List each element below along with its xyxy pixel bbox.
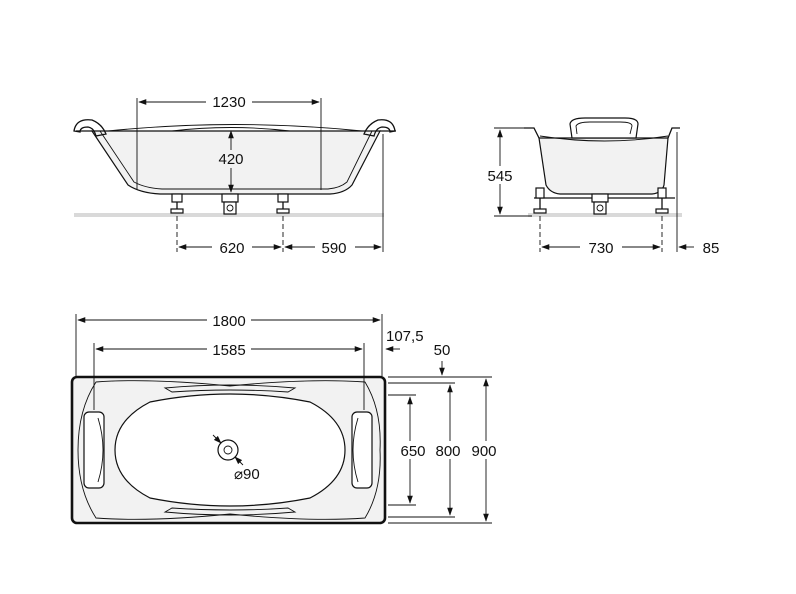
plan-view-drain (212, 434, 244, 466)
end-view: 545 730 85 (484, 117, 720, 257)
plan-view-right-headrest (351, 411, 373, 489)
end-view-foot-left (533, 187, 547, 214)
end-view-floor (528, 213, 682, 217)
side-view: 1230 420 620 590 (73, 93, 396, 257)
side-view-right-headrest (363, 119, 396, 137)
dim-label-side-foot-to-end: 590 (321, 240, 346, 257)
side-view-handle (171, 127, 291, 132)
dim-label-end-offset: 85 (703, 240, 720, 257)
dim-label-side-top-width: 1230 (212, 94, 245, 111)
end-view-headrest-inner (575, 121, 633, 135)
end-view-rim (524, 127, 680, 139)
dim-label-end-foot-spacing: 730 (588, 240, 613, 257)
end-view-foot-right (655, 187, 669, 214)
side-view-left-headrest (73, 119, 107, 137)
side-view-inner-curve (107, 124, 363, 132)
dim-label-plan-width: 900 (471, 443, 496, 460)
plan-view-inner-bath (77, 380, 381, 520)
dim-label-plan-inner-width: 650 (400, 443, 425, 460)
dim-label-plan-inner-length: 1585 (212, 342, 245, 359)
side-view-inner-contour (99, 130, 373, 190)
side-view-foot-left (170, 193, 184, 214)
dim-label-plan-drain: ⌀90 (234, 466, 260, 483)
dim-label-plan-mid-width: 800 (435, 443, 460, 460)
plan-view-handle-bottom (163, 507, 297, 516)
end-view-inner-curve (539, 135, 669, 142)
dim-label-plan-overhang: 107,5 (386, 328, 424, 345)
dim-label-side-foot-spacing: 620 (219, 240, 244, 257)
side-view-foot-right (276, 193, 290, 214)
side-view-drain (221, 193, 239, 215)
end-view-headrest (569, 117, 639, 139)
plan-view-left-headrest (83, 411, 105, 489)
dim-label-side-depth: 420 (218, 151, 243, 168)
end-view-tub-body (538, 137, 669, 195)
side-view-floor (74, 213, 384, 217)
dim-label-plan-length: 1800 (212, 313, 245, 330)
dim-label-plan-inset: 50 (434, 342, 451, 359)
dim-label-end-height: 545 (487, 168, 512, 185)
plan-view: ⌀90 1800 1585 107,5 50 650 800 (70, 311, 502, 525)
plan-view-handle-top (163, 384, 297, 393)
end-view-drain (591, 193, 609, 215)
